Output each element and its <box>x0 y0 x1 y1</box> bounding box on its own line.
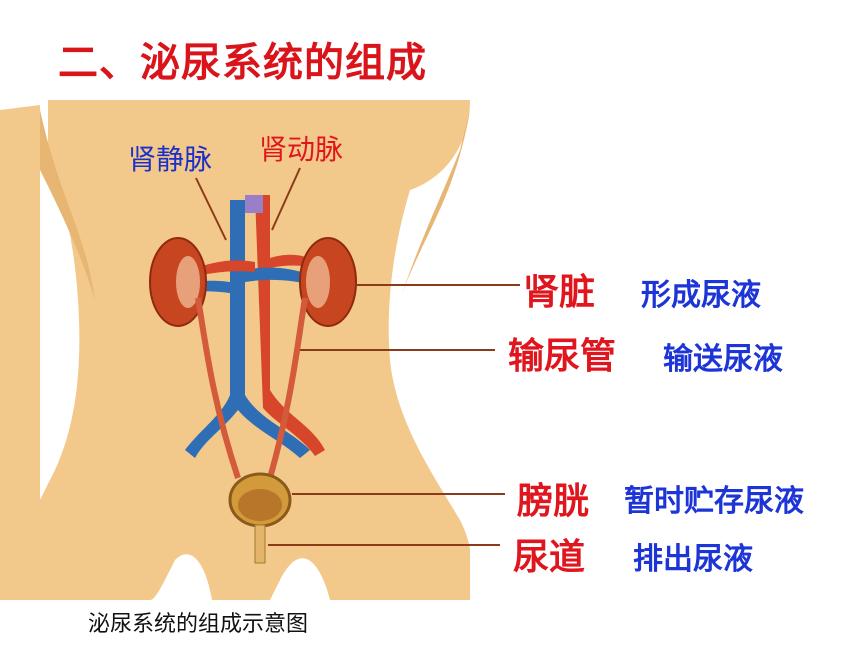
renal-vein-label: 肾静脉 <box>128 143 213 176</box>
inferior-vena-cava <box>185 200 310 458</box>
urethra <box>254 524 266 564</box>
pointer-renal-vein <box>195 177 227 241</box>
kidney-label: 肾脏 <box>523 272 596 313</box>
aorta-top <box>245 195 263 213</box>
urethra-label: 尿道 <box>513 537 586 578</box>
armpit-left <box>40 110 95 300</box>
bladder-function: 暂时贮存尿液 <box>624 484 804 519</box>
bladder-label: 膀胱 <box>517 481 590 522</box>
armpit-right <box>400 110 470 300</box>
renal-vein-right <box>245 267 312 285</box>
left-arm <box>0 105 40 600</box>
figure-caption: 泌尿系统的组成示意图 <box>88 612 309 637</box>
pointer-renal-artery <box>271 167 301 231</box>
page-title: 二、泌尿系统的组成 <box>58 40 427 86</box>
bladder-inner <box>238 489 282 521</box>
urethra-function: 排出尿液 <box>633 542 753 577</box>
ureter-label: 输尿管 <box>508 336 617 377</box>
kidney-function: 形成尿液 <box>641 278 761 313</box>
left-ureter <box>195 297 241 479</box>
renal-artery-label: 肾动脉 <box>259 133 344 166</box>
right-arm <box>470 110 500 600</box>
ureter-function: 输送尿液 <box>663 342 783 377</box>
right-kidney-inner <box>306 256 330 308</box>
left-kidney-inner <box>176 256 200 308</box>
right-ureter <box>267 297 308 479</box>
abdominal-aorta <box>255 195 325 456</box>
